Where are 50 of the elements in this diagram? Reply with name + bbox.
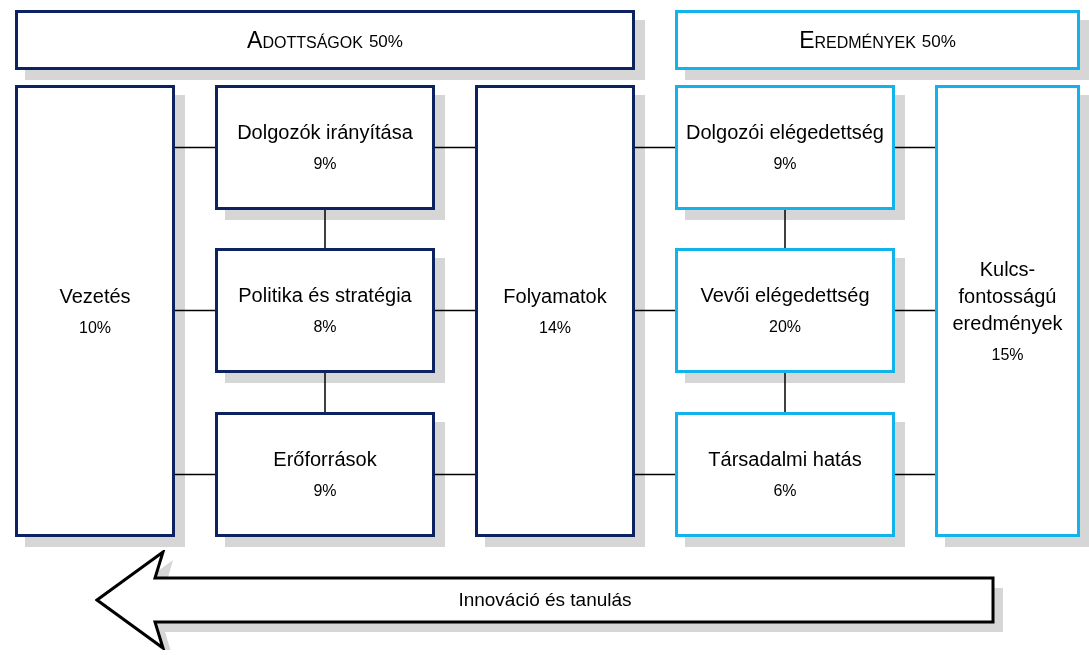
category-name: Kulcs-fontosságú eredmények (951, 256, 1064, 336)
percentage-label: 50% (921, 30, 956, 53)
connector-line (434, 146, 476, 149)
connector-line (434, 309, 476, 312)
arrow-label: Innováció és tanulás (458, 587, 632, 612)
connector-line (174, 309, 216, 312)
category-box (935, 85, 1080, 537)
category-name: Folyamatok (503, 283, 607, 309)
category-name: Társadalmi hatás (708, 447, 862, 472)
percentage-label: 15% (991, 344, 1024, 365)
header-box (15, 10, 635, 70)
category-name: Vezetés (59, 283, 131, 309)
connector-line (634, 146, 676, 149)
header-title: Adottságok (247, 25, 363, 55)
percentage-label: 8% (313, 317, 337, 337)
connector-line (784, 209, 786, 249)
category-box (675, 85, 895, 210)
category-name: Vevői elégedettség (700, 283, 870, 308)
percentage-label: 50% (368, 30, 403, 53)
connector-line (324, 372, 326, 413)
category-box (215, 248, 435, 373)
connector-line (894, 309, 936, 312)
category-name: Dolgozói elégedettség (686, 120, 884, 145)
category-box (675, 412, 895, 537)
category-name: Dolgozók irányítása (237, 120, 413, 145)
connector-line (174, 473, 216, 476)
connector-line (324, 209, 326, 249)
category-box (15, 85, 175, 537)
connector-line (894, 146, 936, 149)
connector-line (784, 372, 786, 413)
category-box (475, 85, 635, 537)
percentage-label: 6% (773, 481, 797, 501)
header-title: Eredmények (799, 25, 916, 55)
category-box (675, 248, 895, 373)
category-name: Erőforrások (273, 447, 377, 472)
connector-line (434, 473, 476, 476)
category-box (215, 85, 435, 210)
category-box (215, 412, 435, 537)
percentage-label: 9% (773, 154, 797, 174)
percentage-label: 14% (539, 317, 571, 338)
percentage-label: 9% (313, 154, 337, 174)
percentage-label: 9% (313, 481, 337, 501)
category-name: Politika és stratégia (238, 283, 412, 308)
connector-line (894, 473, 936, 476)
header-box (675, 10, 1080, 70)
connector-line (174, 146, 216, 149)
percentage-label: 20% (769, 317, 801, 337)
connector-line (634, 309, 676, 312)
connector-line (634, 473, 676, 476)
percentage-label: 10% (79, 317, 111, 338)
